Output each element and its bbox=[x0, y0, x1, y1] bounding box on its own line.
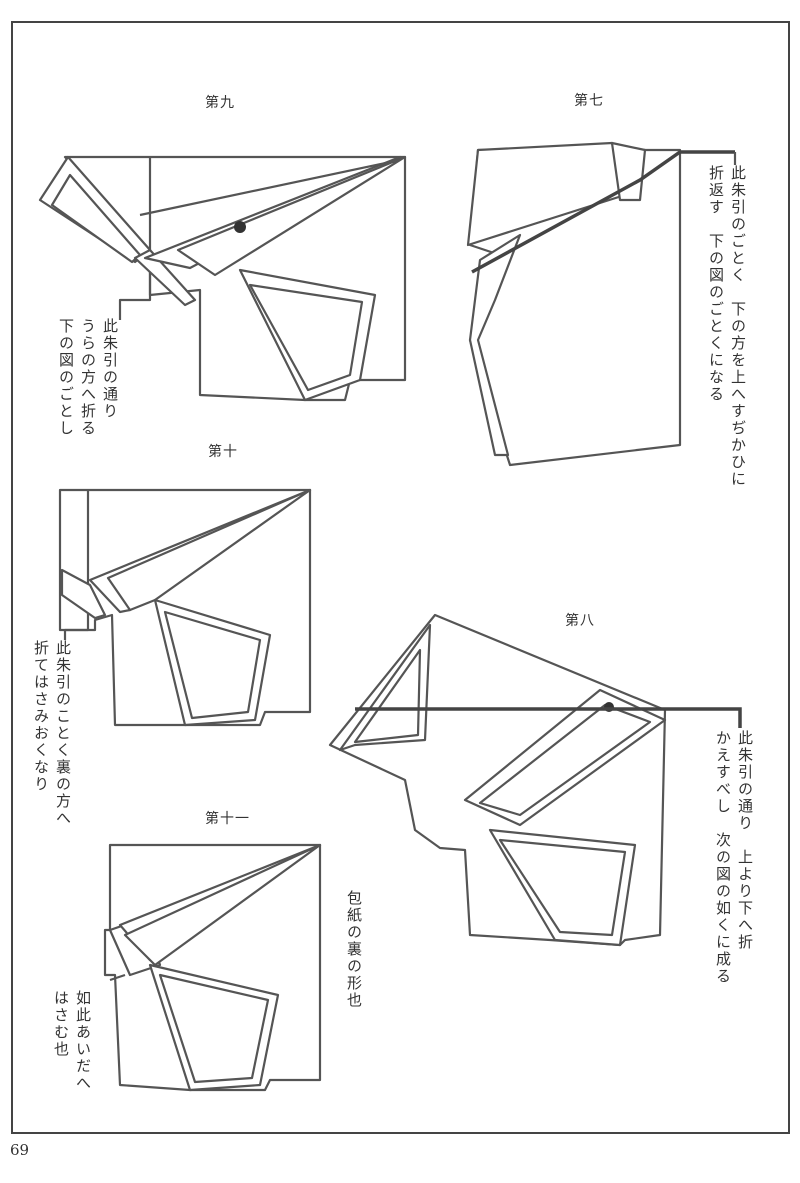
caption-line: 下の図のごとし bbox=[57, 318, 75, 437]
caption-line: 折返す 下の図のごとくになる bbox=[707, 165, 725, 403]
figure-11-side-caption: 如此あいだへ はさむ也 bbox=[50, 990, 94, 1100]
caption-line: 此朱引のごとく 下の方を上へすぢかひに bbox=[729, 165, 747, 488]
page-number: 69 bbox=[10, 1141, 30, 1159]
figure-9-caption: 此朱引の通り うらの方へ折る 下の図のごとし bbox=[55, 318, 121, 468]
figure-11-title: 第十一 bbox=[205, 811, 250, 827]
caption-line: 包紙の裏の形也 bbox=[345, 890, 363, 1009]
figure-7-caption: 此朱引のごとく 下の方を上へすぢかひに 折返す 下の図のごとくになる bbox=[705, 165, 749, 495]
caption-line: 此朱引のことく裏の方へ bbox=[54, 640, 72, 827]
figure-11-caption: 包紙の裏の形也 bbox=[343, 890, 365, 1040]
page-border bbox=[11, 21, 790, 1134]
figure-9-drawing bbox=[38, 155, 407, 402]
caption-line: 折てはさみおくなり bbox=[32, 640, 50, 793]
figure-11-drawing bbox=[103, 843, 322, 1092]
figure-8-caption: 此朱引の通り 上より下へ折 かえすべし 次の図の如くに成る bbox=[712, 730, 756, 1000]
figure-7-drawing bbox=[466, 141, 737, 467]
fold-mark bbox=[234, 221, 246, 233]
caption-line: 此朱引の通り 上より下へ折 bbox=[736, 730, 754, 951]
figure-10-drawing bbox=[58, 488, 312, 727]
caption-line: かえすべし 次の図の如くに成る bbox=[714, 730, 732, 985]
caption-line: 如此あいだへ bbox=[74, 990, 92, 1092]
figure-10-title: 第十 bbox=[208, 444, 238, 460]
caption-line: うらの方へ折る bbox=[79, 318, 97, 437]
figure-10-caption: 此朱引のことく裏の方へ 折てはさみおくなり bbox=[30, 640, 74, 830]
figure-8-title: 第八 bbox=[565, 613, 595, 629]
figure-7-title: 第七 bbox=[574, 93, 604, 109]
caption-line: はさむ也 bbox=[52, 990, 70, 1058]
figure-9-title: 第九 bbox=[205, 95, 235, 111]
figure-8-drawing bbox=[328, 613, 742, 947]
caption-line: 此朱引の通り bbox=[101, 318, 119, 420]
